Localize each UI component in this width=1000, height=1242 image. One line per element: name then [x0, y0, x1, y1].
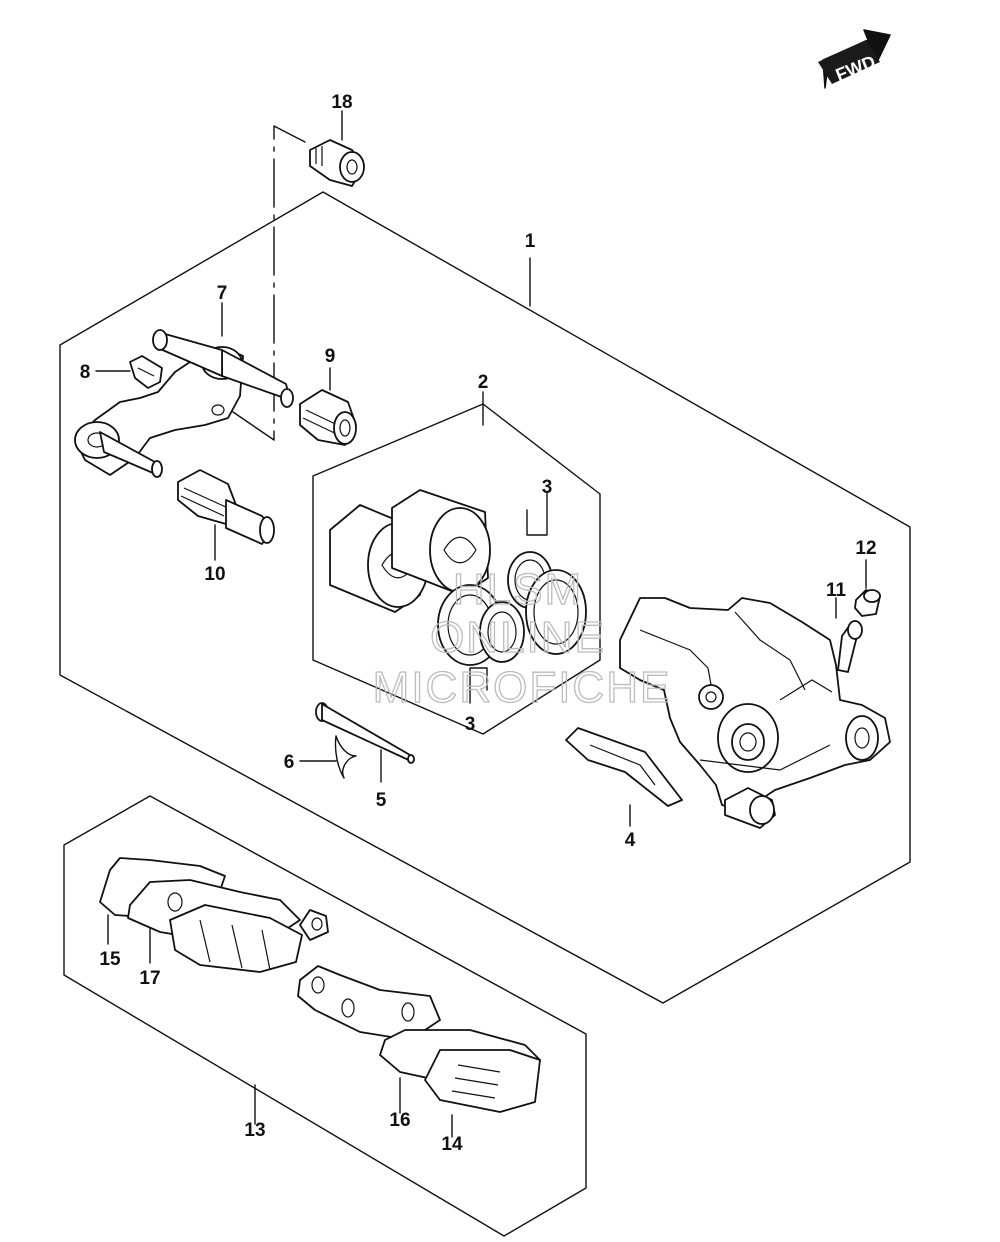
brake-pads: [99, 857, 541, 1113]
callout-3-lower: 3: [465, 714, 476, 735]
bleeder-cap-12: [854, 589, 881, 617]
pad-pin-5: [315, 702, 415, 764]
callout-17: 17: [139, 968, 160, 989]
caliper-bracket: [74, 329, 294, 478]
boot-10: [177, 469, 275, 545]
pad-spring-clip-8: [129, 355, 163, 389]
callout-14: 14: [441, 1134, 463, 1155]
pin-clip-6: [334, 735, 357, 779]
callout-5: 5: [376, 790, 387, 811]
callout-18: 18: [331, 92, 352, 113]
bolt-18: [309, 139, 365, 187]
watermark-line-1: HLSM: [453, 565, 583, 614]
callout-11: 11: [826, 580, 847, 601]
callout-3-upper: 3: [542, 477, 553, 498]
callout-9: 9: [325, 346, 336, 367]
callout-15: 15: [99, 949, 121, 970]
callout-13: 13: [244, 1120, 265, 1141]
leader-lines: [95, 110, 867, 1138]
callout-12: 12: [855, 538, 876, 559]
callout-8: 8: [80, 362, 91, 383]
caliper-body: [619, 597, 891, 829]
watermark-line-2: ONLINE: [430, 613, 606, 662]
callout-2: 2: [478, 372, 489, 393]
callout-1: 1: [525, 231, 536, 252]
callout-7: 7: [217, 283, 228, 304]
forward-direction-badge: FWD: [818, 29, 891, 89]
watermark: HLSM ONLINE MICROFICHE: [372, 564, 672, 712]
boot-9: [299, 389, 357, 446]
callout-16: 16: [389, 1110, 410, 1131]
pad-spring-4: [565, 727, 683, 807]
watermark-line-3: MICROFICHE: [373, 663, 672, 712]
caliper-assembly-boundary: [59, 191, 911, 1004]
bleeder-valve-11: [837, 620, 863, 673]
callout-10: 10: [204, 564, 225, 585]
callouts: 1 2 3 3 4 5 6 7 8 9 10 11 12 13 14 15 16…: [80, 92, 877, 1155]
callout-4: 4: [625, 830, 636, 851]
callout-6: 6: [284, 752, 295, 773]
pistons-and-seals: [329, 489, 587, 666]
pad-set-boundary: [63, 795, 587, 1237]
